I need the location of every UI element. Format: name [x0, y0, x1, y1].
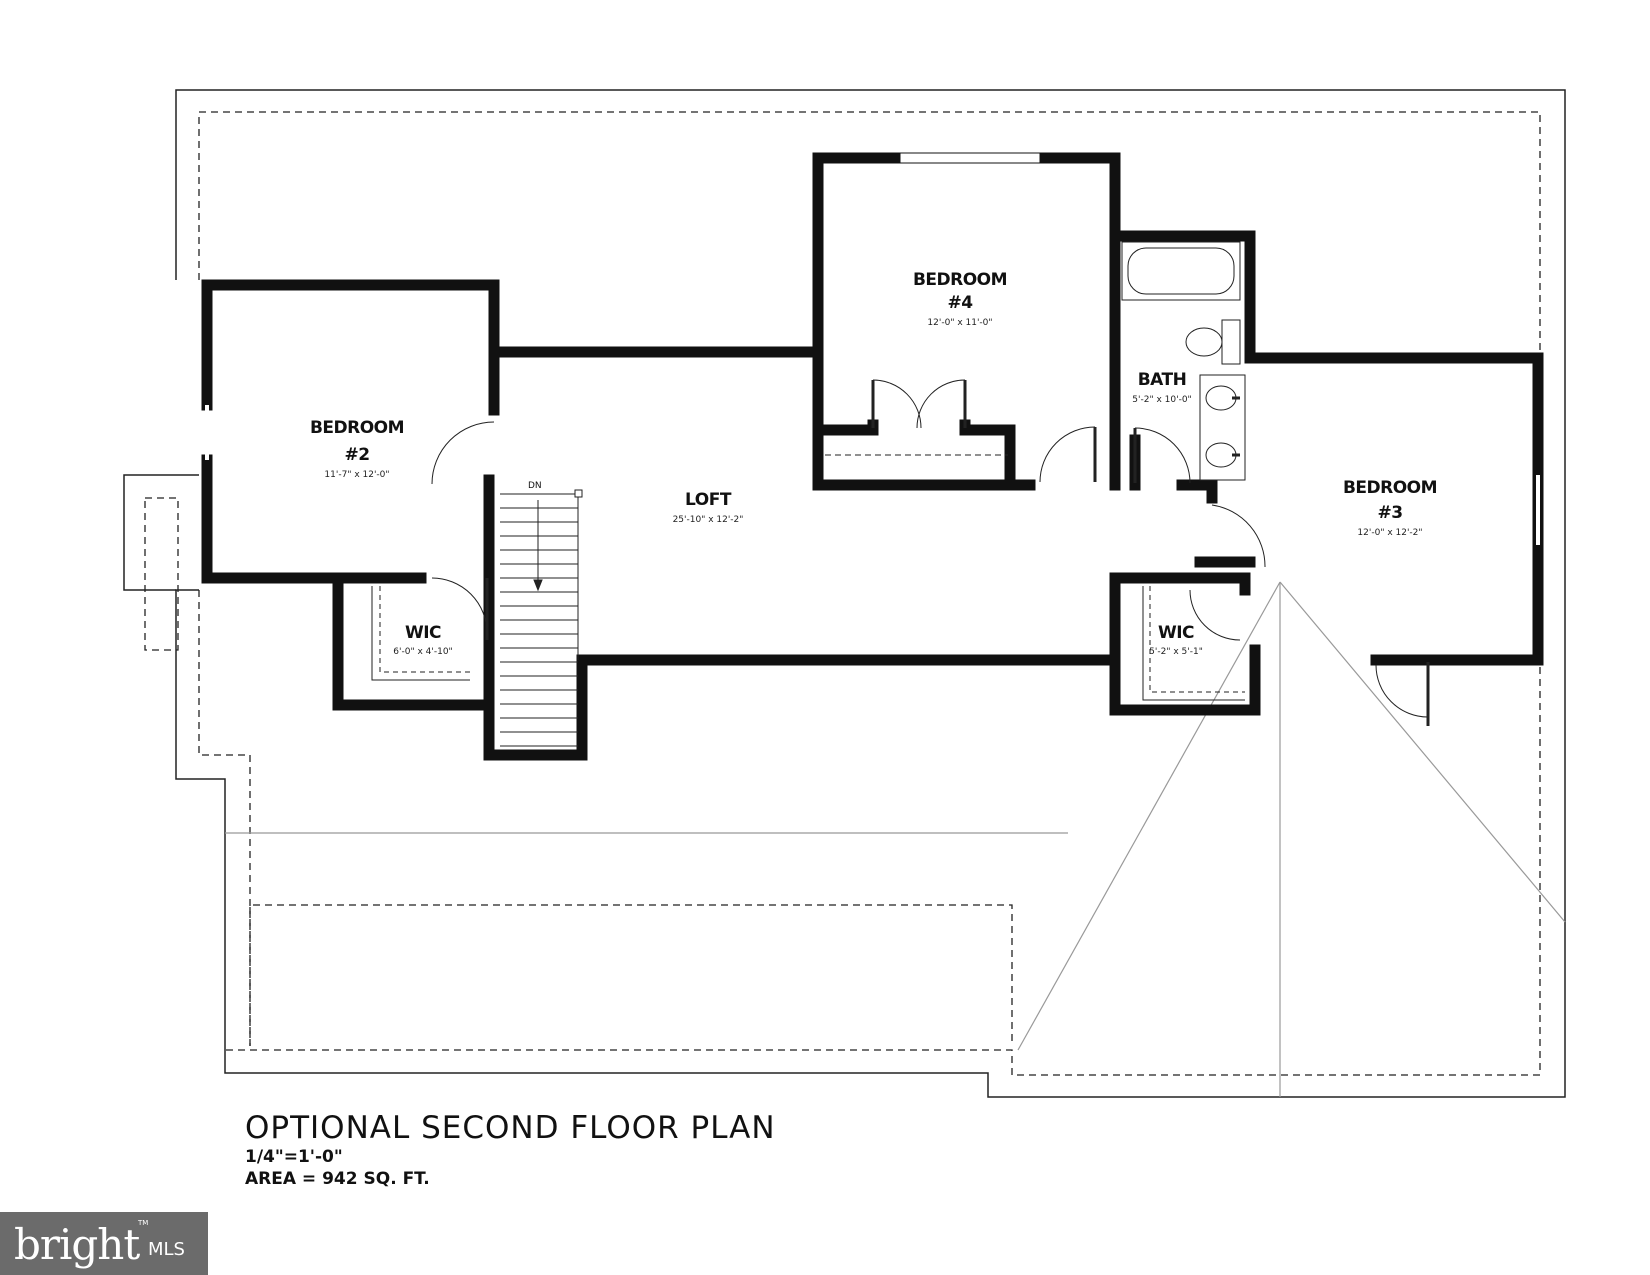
bedroom4-window: [899, 152, 1041, 164]
bedroom2-dims: 11'-7" x 12'-0": [324, 470, 389, 480]
eave-dashed-lines: [144, 111, 1541, 1076]
bedroom3-name: BEDROOM: [1343, 478, 1437, 498]
walls: [201, 152, 1544, 761]
bedroom3-number: #3: [1377, 503, 1402, 523]
bath-name: BATH: [1138, 370, 1187, 390]
loft-name: LOFT: [685, 490, 732, 510]
plan-title: OPTIONAL SECOND FLOOR PLAN: [245, 1110, 776, 1146]
toilet-icon: [1185, 327, 1223, 357]
logo-word: bright: [14, 1220, 140, 1269]
stair-treads: [500, 489, 583, 747]
plan-scale: 1/4"=1'-0": [245, 1147, 343, 1167]
footprint-outline: [123, 89, 1566, 1098]
wic-right-dims: 5'-2" x 5'-1": [1149, 647, 1203, 657]
bath-fixtures: [1121, 241, 1246, 481]
closet-shelves: [371, 454, 1245, 701]
plan-caption: OPTIONAL SECOND FLOOR PLAN 1/4"=1'-0" AR…: [245, 1110, 776, 1190]
stair-label: DN: [528, 481, 542, 491]
bedroom3-dims: 12'-0" x 12'-2": [1357, 528, 1422, 538]
loft-dims: 25'-10" x 12'-2": [673, 515, 744, 525]
bedroom2-name: BEDROOM: [310, 418, 404, 438]
roof-lines: [225, 581, 1566, 1097]
bathtub-icon: [1121, 241, 1241, 301]
plan-area: AREA = 942 SQ. FT.: [245, 1169, 430, 1189]
bright-mls-logo: bright TM MLS: [0, 1212, 208, 1275]
wic-left-dims: 6'-0" x 4'-10": [393, 647, 452, 657]
bedroom4-name: BEDROOM: [913, 270, 1007, 290]
room-labels: BEDROOM #2 11'-7" x 12'-0" BEDROOM #4 12…: [310, 270, 1438, 657]
wic-left-name: WIC: [405, 623, 441, 643]
bedroom4-dims: 12'-0" x 11'-0": [927, 318, 992, 328]
door-swings: [431, 379, 1430, 726]
logo-tm: TM: [138, 1219, 149, 1227]
bedroom2-number: #2: [344, 445, 369, 465]
vanity-icon: [1199, 374, 1246, 481]
logo-mls: MLS: [148, 1239, 185, 1260]
bedroom4-number: #4: [947, 293, 973, 313]
bath-dims: 5'-2" x 10'-0": [1132, 395, 1191, 405]
wic-right-name: WIC: [1158, 623, 1194, 643]
